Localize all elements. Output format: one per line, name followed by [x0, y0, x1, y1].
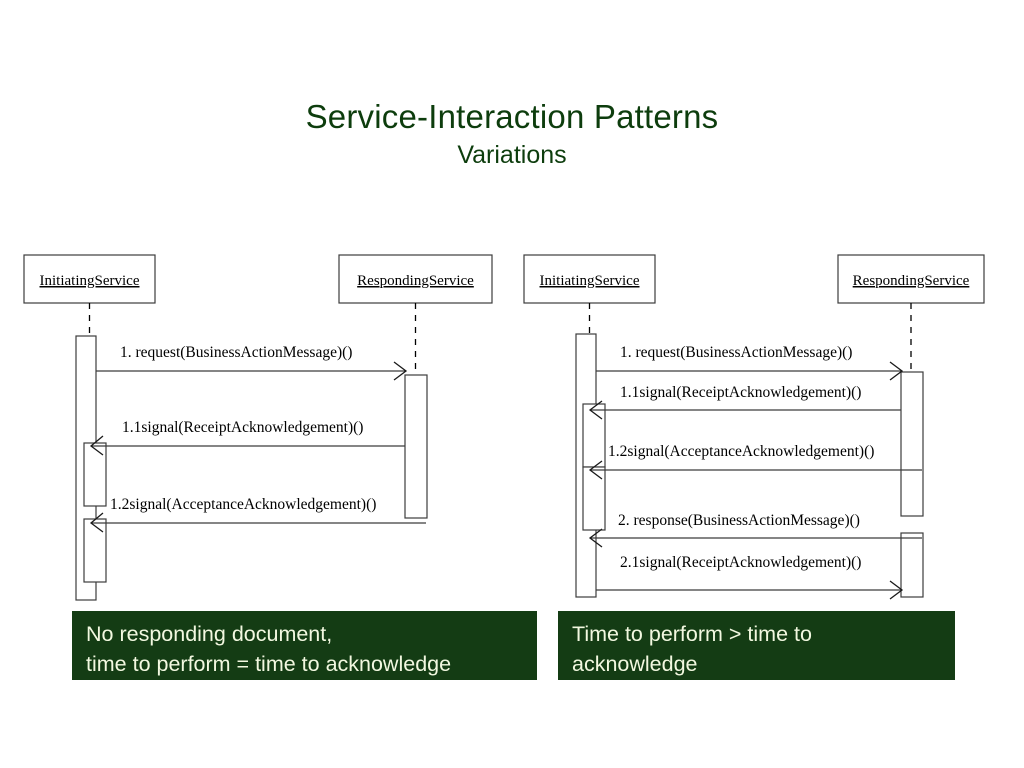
- message-arrowhead-left-2: [89, 435, 104, 456]
- message-label-right-4: 2. response(BusinessActionMessage)(): [618, 512, 860, 529]
- lifeline-label-initiating-right: InitiatingService: [540, 273, 640, 289]
- sequence-diagram-right: InitiatingService RespondingService 1. r…: [523, 254, 985, 600]
- lifeline-label-responding-left: RespondingService: [357, 273, 474, 289]
- caption-text-right: Time to perform > time to acknowledge: [572, 622, 812, 676]
- activation-initiating-right-nested-2: [582, 466, 606, 531]
- page-subtitle: Variations: [457, 141, 567, 169]
- message-arrowhead-left-3: [89, 512, 104, 533]
- lifeline-head-responding-left: [338, 254, 493, 304]
- message-arrowhead-right-5: [889, 580, 904, 600]
- activation-initiating-left-nested-1: [83, 442, 107, 507]
- message-arrowhead-left-1: [393, 361, 408, 381]
- message-label-left-1: 1. request(BusinessActionMessage)(): [120, 344, 352, 361]
- sequence-diagram-left: InitiatingService RespondingService 1. r…: [23, 254, 493, 601]
- message-label-left-2: 1.1signal(ReceiptAcknowledgement)(): [122, 419, 363, 436]
- activation-responding-right-1: [900, 371, 924, 517]
- page-title: Service-Interaction Patterns: [305, 98, 719, 135]
- message-label-right-3: 1.2signal(AcceptanceAcknowledgement)(): [608, 443, 874, 460]
- caption-text-left: No responding document, time to perform …: [86, 622, 452, 676]
- lifeline-head-initiating-right: [523, 254, 656, 304]
- lifeline-head-responding-right: [837, 254, 985, 304]
- message-arrowhead-right-2: [588, 400, 603, 420]
- message-label-left-3: 1.2signal(AcceptanceAcknowledgement)(): [110, 496, 376, 513]
- message-arrowhead-right-4: [588, 528, 603, 548]
- activation-responding-left: [404, 374, 428, 519]
- lifeline-label-initiating-left: InitiatingService: [40, 273, 140, 289]
- activation-initiating-left-nested-2: [83, 518, 107, 583]
- activation-responding-right-2: [900, 532, 924, 598]
- message-label-right-1: 1. request(BusinessActionMessage)(): [620, 344, 852, 361]
- message-label-right-2: 1.1signal(ReceiptAcknowledgement)(): [620, 384, 861, 401]
- caption-box-left: No responding document, time to perform …: [72, 611, 537, 680]
- message-arrowhead-right-3: [588, 460, 603, 480]
- slide-title-block: Service-Interaction Patterns Variations: [0, 98, 1024, 170]
- lifeline-label-responding-right: RespondingService: [853, 273, 970, 289]
- caption-box-right: Time to perform > time to acknowledge: [558, 611, 955, 680]
- message-arrowhead-right-1: [889, 361, 904, 381]
- message-label-right-5: 2.1signal(ReceiptAcknowledgement)(): [620, 554, 861, 571]
